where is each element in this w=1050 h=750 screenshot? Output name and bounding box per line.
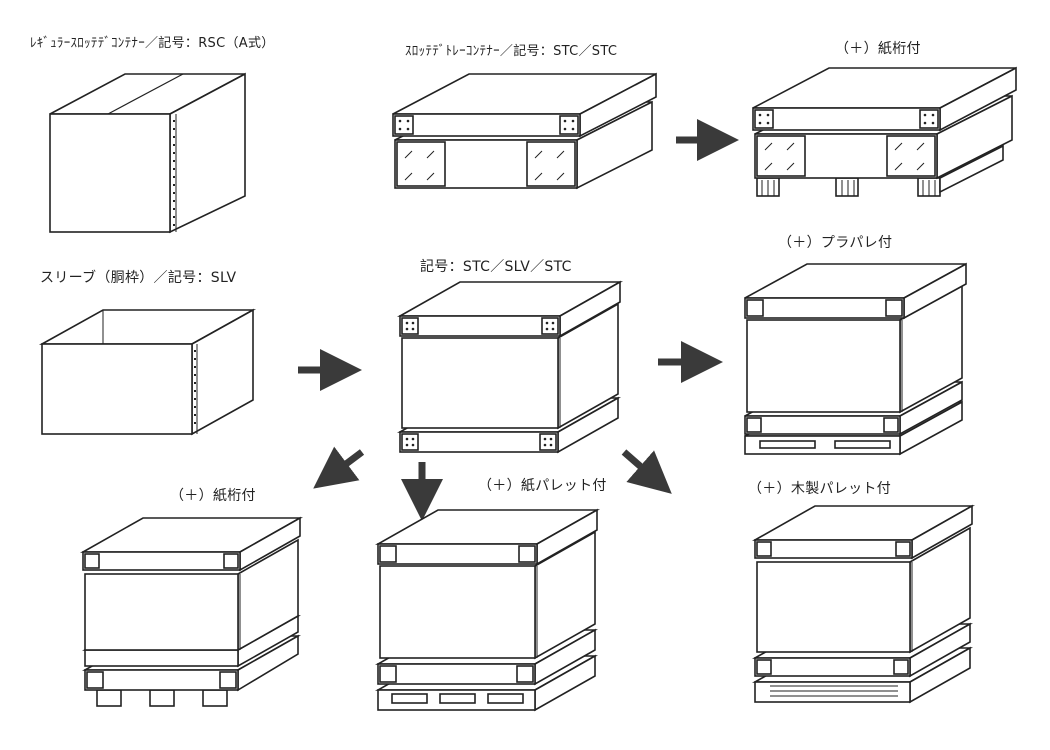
illustration-rsc-box xyxy=(49,72,246,234)
illustration-sleeve xyxy=(38,308,257,436)
illustration-with-wood-pallet xyxy=(751,504,976,704)
label-stc-paper-beam: （＋）紙桁付 xyxy=(835,41,921,57)
arrow-down-left-icon xyxy=(313,446,365,489)
label-wood-pallet: （＋）木製パレット付 xyxy=(748,481,891,497)
label-paper-beam: （＋）紙桁付 xyxy=(170,488,256,504)
illustration-stc-slv-stc xyxy=(396,280,624,454)
label-stc-slv-stc: 記号：STC／SLV／STC xyxy=(420,259,572,275)
label-plastic-pallet: （＋）プラパレ付 xyxy=(778,235,893,251)
illustration-with-paper-beams xyxy=(79,516,304,707)
label-slv: スリーブ（胴枠）／記号：SLV xyxy=(40,270,237,286)
illustration-stc-tray xyxy=(392,72,657,190)
illustration-stc-tray-beams xyxy=(752,66,1017,197)
illustration-with-plastic-pallet xyxy=(744,262,967,456)
label-stc: ｽﾛｯﾃﾃﾞﾄﾚｰｺﾝﾃﾅｰ／記号：STC／STC xyxy=(405,44,618,59)
label-rsc: ﾚｷﾞｭﾗｰｽﾛｯﾃﾃﾞｺﾝﾃﾅｰ／記号：RSC（A式） xyxy=(30,36,275,51)
illustration-with-paper-pallet xyxy=(374,508,601,712)
label-paper-pallet: （＋）紙パレット付 xyxy=(478,478,607,494)
arrow-down-right-icon xyxy=(621,449,672,494)
